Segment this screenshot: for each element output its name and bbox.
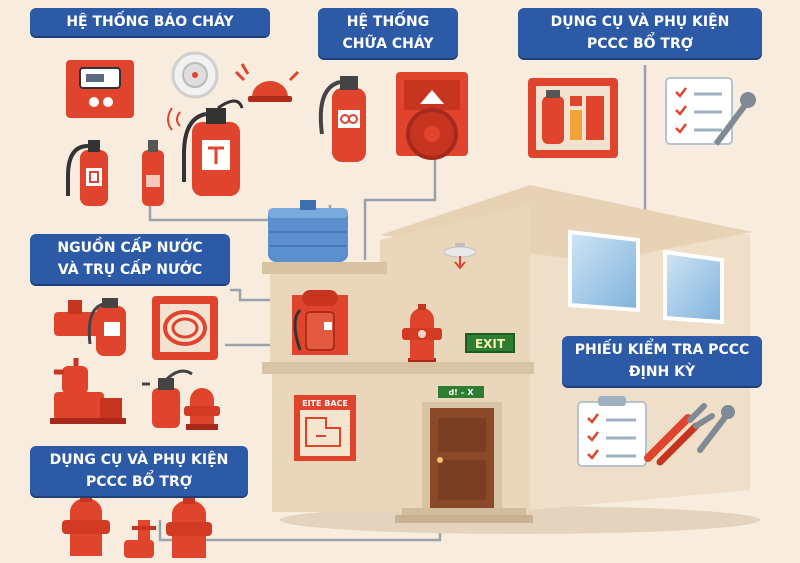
label-periodic-checklist: PHIẾU KIỂM TRA PCCC ĐỊNH KỲ	[562, 336, 762, 386]
smoke-detector-icon	[171, 51, 219, 99]
fire-extinguisher-small-icon-2	[142, 140, 164, 206]
annex-top-roof	[262, 262, 387, 274]
label-checklist-line2: ĐỊNH KỲ	[628, 364, 696, 380]
fire-pump-icon	[50, 358, 126, 424]
pliers-wrench-icon	[644, 403, 735, 466]
bottom-hydrant-icon-1	[62, 494, 110, 556]
hose-reel-cabinet-icon	[396, 72, 468, 160]
checklist-wrench-icon-top	[665, 77, 756, 146]
wall-hydrant-cabinet	[292, 290, 348, 355]
evacuation-map-title: EITE BACE	[302, 399, 348, 408]
label-tools-top-line2: PCCC BỔ TRỢ	[587, 36, 693, 52]
label-tools-top: DỤNG CỤ VÀ PHỤ KIỆN PCCC BỔ TRỢ	[518, 8, 762, 58]
fire-extinguisher-large-icon	[167, 99, 244, 196]
water-tank	[268, 200, 348, 262]
door-green-sign	[438, 386, 484, 398]
annex-ledge	[262, 362, 534, 374]
building-smoke-detector	[443, 246, 477, 258]
pump-set-icon	[54, 298, 126, 356]
label-tools-bottom-line2: PCCC BỔ TRỢ	[86, 474, 192, 490]
fire-extinguisher-small-icon-1	[66, 140, 108, 206]
label-extinguishing-system: HỆ THỐNG CHỮA CHÁY	[318, 8, 458, 58]
label-extinguish-line2: CHỮA CHÁY	[342, 36, 434, 52]
label-alarm-system: HỆ THỐNG BÁO CHÁY	[30, 8, 270, 36]
exit-sign-text: EXIT	[475, 337, 506, 351]
valve-extinguisher-icon	[142, 369, 193, 428]
building-hydrant	[402, 304, 442, 362]
label-water-supply: NGUỒN CẤP NƯỚC VÀ TRỤ CẤP NƯỚC	[30, 234, 230, 284]
checklist-clipboard-icon	[577, 396, 647, 467]
door-knob	[437, 457, 443, 463]
bottom-hydrant-icon-2	[166, 496, 212, 558]
small-hydrant-icon	[184, 388, 220, 430]
door-steps	[402, 508, 526, 516]
window-right	[663, 249, 724, 325]
label-tools-bottom-line1: DỤNG CỤ VÀ PHỤ KIỆN	[49, 452, 229, 468]
fire-equipment-cabinet-icon	[528, 78, 618, 158]
exit-sign	[465, 333, 515, 353]
label-alarm-line1: HỆ THỐNG BÁO CHÁY	[66, 14, 234, 30]
label-extinguish-line1: HỆ THỐNG	[346, 14, 430, 30]
co2-extinguisher-icon	[318, 76, 366, 162]
alarm-control-panel-icon	[66, 60, 134, 118]
label-water-line1: NGUỒN CẤP NƯỚC	[57, 240, 203, 256]
label-water-line2: VÀ TRỤ CẤP NƯỚC	[57, 262, 203, 278]
door-sign-text: d! – X	[448, 388, 474, 397]
label-tools-top-line1: DỤNG CỤ VÀ PHỤ KIỆN	[550, 14, 730, 30]
hose-cabinet-icon	[152, 296, 218, 360]
alarm-beacon-icon	[234, 63, 300, 102]
label-checklist-line1: PHIẾU KIỂM TRA PCCC	[574, 342, 750, 358]
bottom-valve-icon	[124, 520, 156, 558]
window-left	[568, 229, 640, 313]
label-tools-bottom: DỤNG CỤ VÀ PHỤ KIỆN PCCC BỔ TRỢ	[30, 446, 248, 496]
